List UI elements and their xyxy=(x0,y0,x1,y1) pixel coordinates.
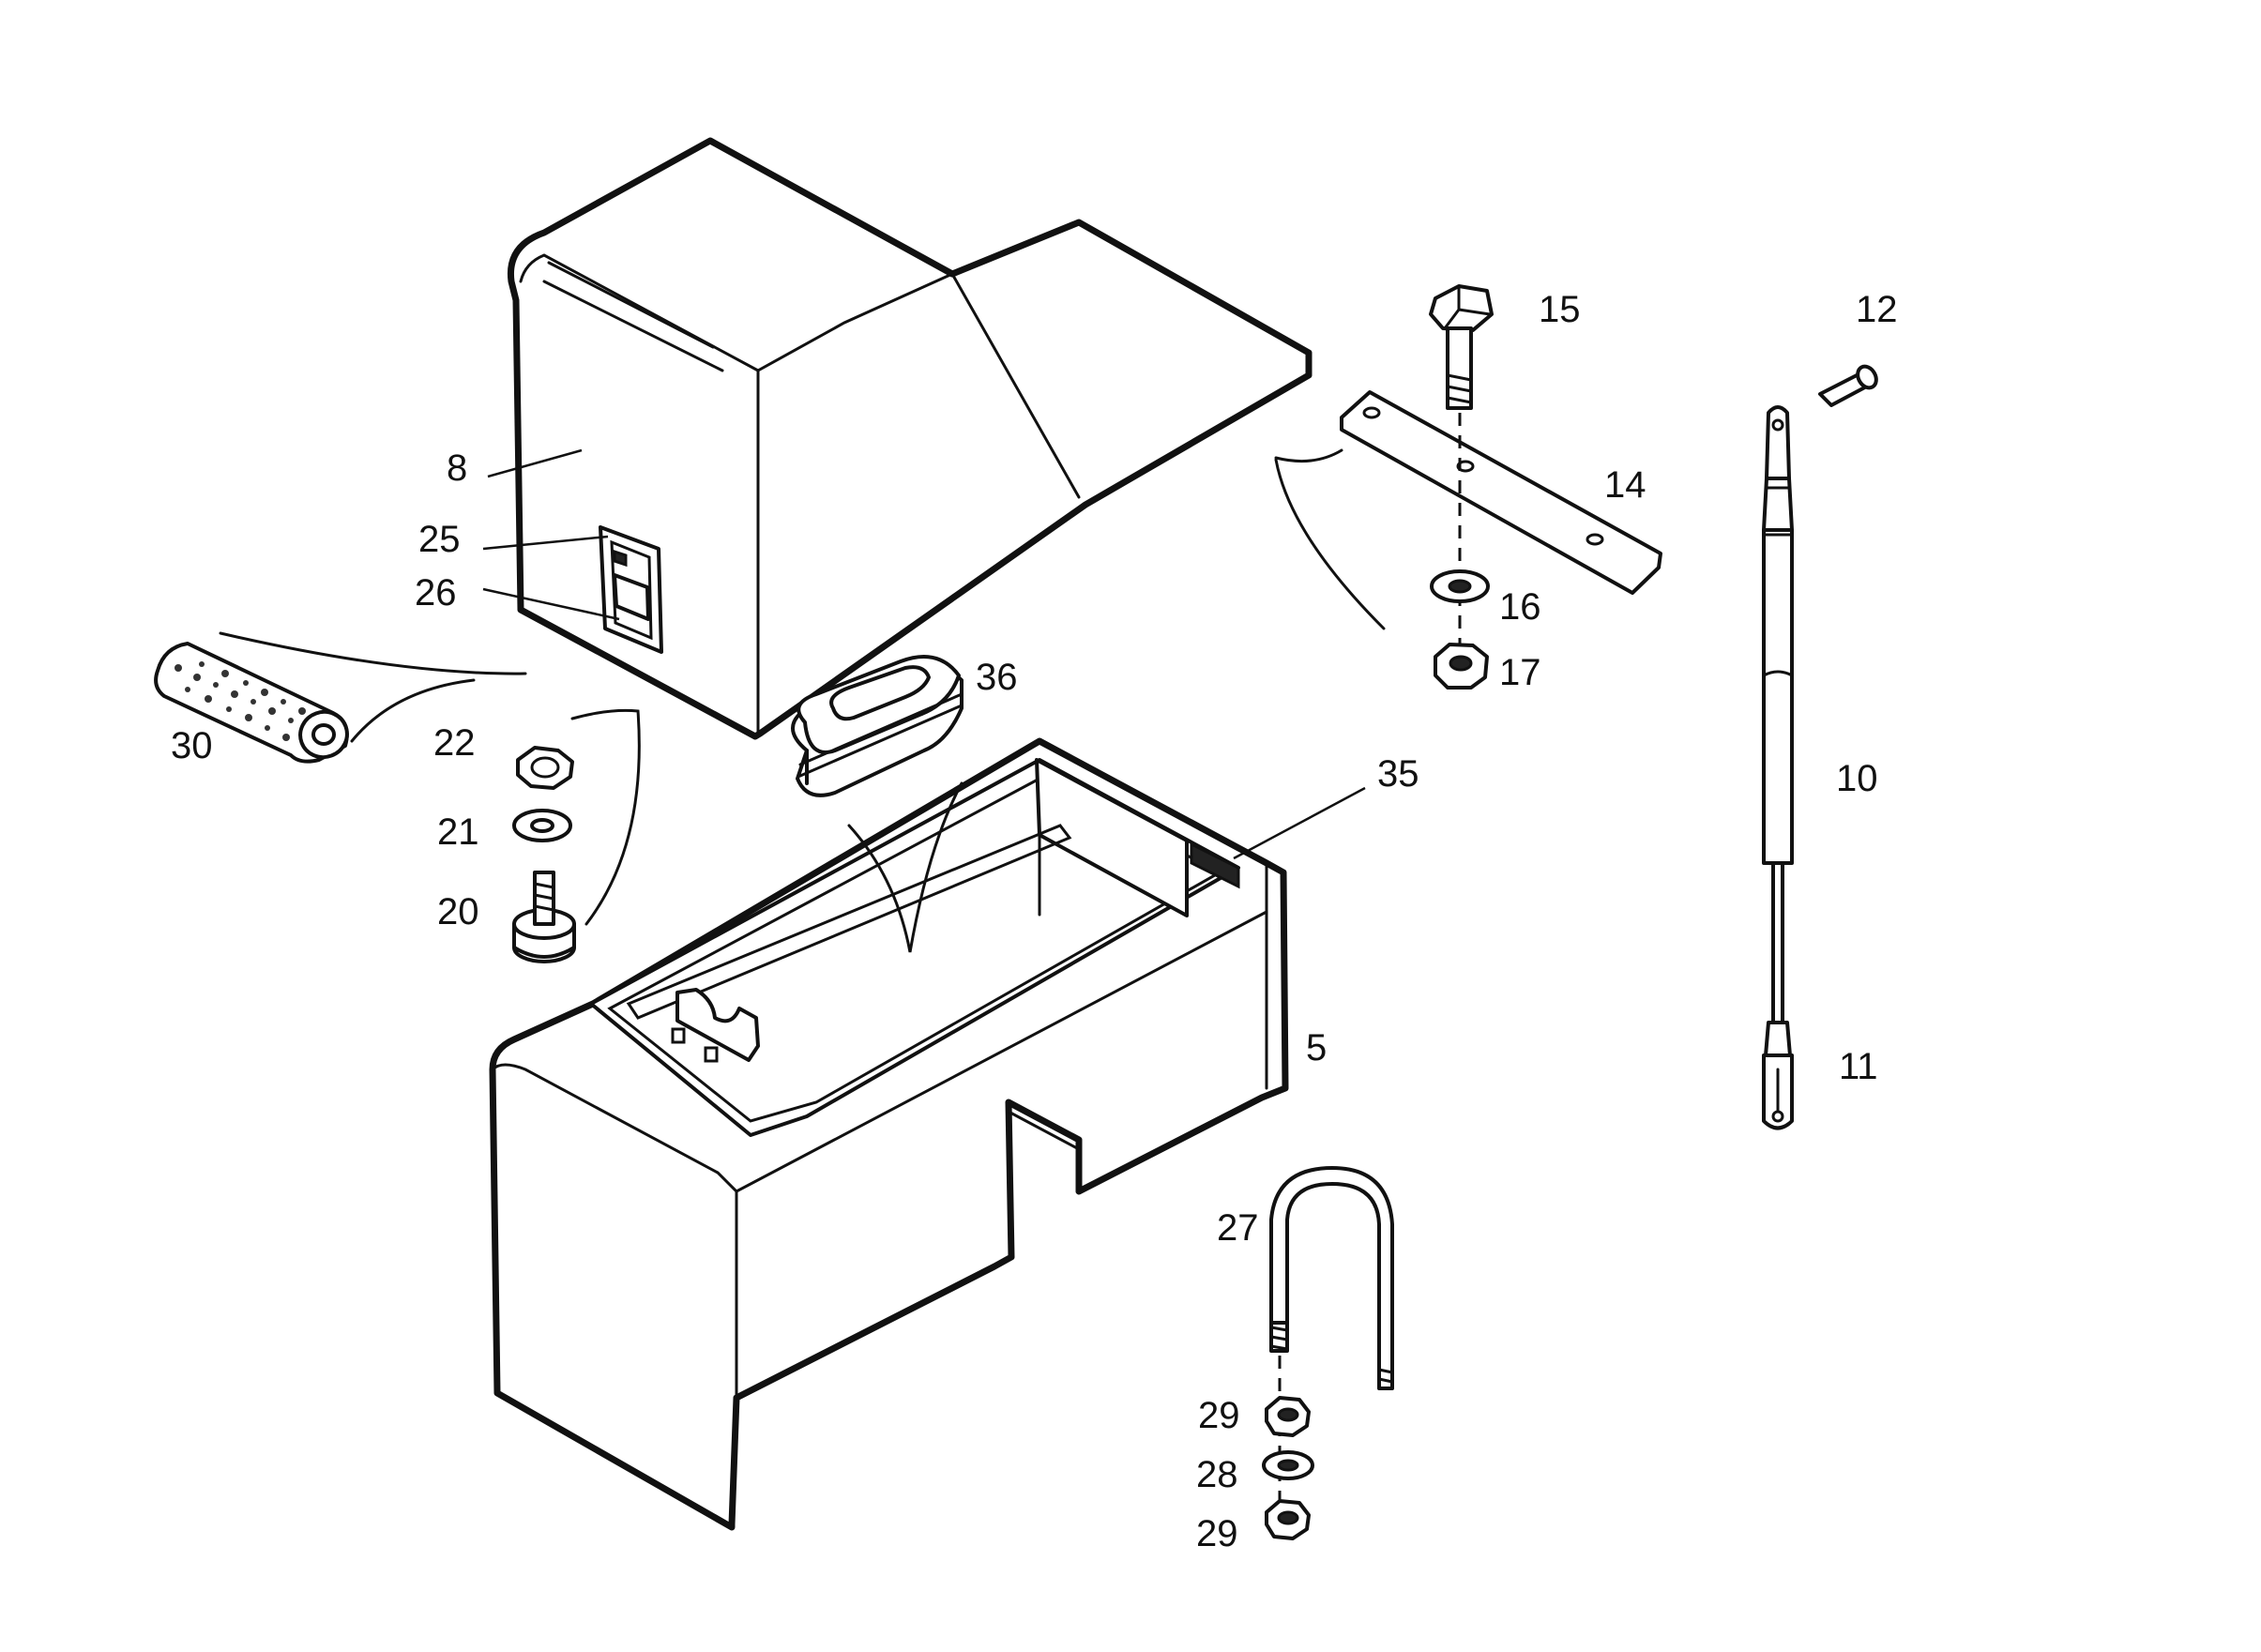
callout-15: 15 xyxy=(1539,289,1581,330)
lower-box-part-5 xyxy=(489,737,1289,1531)
bracket-plate-part-14 xyxy=(1340,390,1662,595)
washer-part-28 xyxy=(1262,1450,1314,1480)
assembly-curve-36 xyxy=(847,781,964,953)
foot-part-20 xyxy=(512,871,576,963)
callout-21: 21 xyxy=(437,811,479,853)
callout-14: 14 xyxy=(1604,464,1646,506)
callout-5: 5 xyxy=(1306,1027,1327,1068)
pin-part-12 xyxy=(1818,364,1878,407)
leader-26 xyxy=(482,587,620,621)
nut-part-17 xyxy=(1434,643,1489,690)
assembly-curve-30b xyxy=(350,678,476,743)
leader-8 xyxy=(487,448,583,478)
assembly-curve-30 xyxy=(219,631,527,675)
callout-36: 36 xyxy=(976,657,1018,698)
upper-cover-part-8 xyxy=(507,137,1313,740)
callout-11: 11 xyxy=(1839,1046,1878,1087)
callout-29-top: 29 xyxy=(1198,1395,1240,1436)
clevis-top-part-10 xyxy=(1765,405,1791,480)
callout-20: 20 xyxy=(437,891,479,932)
callout-26: 26 xyxy=(415,572,457,614)
callout-30: 30 xyxy=(171,725,213,766)
assembly-curve-14 xyxy=(1274,458,1386,630)
assembly-curve-14b xyxy=(1274,448,1343,463)
gas-spring-part-10 xyxy=(1762,477,1794,1024)
callout-35: 35 xyxy=(1377,753,1419,795)
nut-part-29-bottom xyxy=(1265,1499,1311,1540)
nut-part-22 xyxy=(516,746,574,790)
callout-8: 8 xyxy=(447,447,467,489)
washer-part-16 xyxy=(1430,569,1490,603)
u-bolt-part-27 xyxy=(1269,1166,1394,1390)
nut-part-29-top xyxy=(1265,1396,1311,1437)
callout-29-bottom: 29 xyxy=(1196,1513,1238,1554)
callout-12: 12 xyxy=(1856,289,1898,330)
assembly-curve-20 xyxy=(570,708,641,926)
clevis-part-11 xyxy=(1762,1021,1794,1130)
leader-25 xyxy=(482,535,609,551)
callout-16: 16 xyxy=(1499,586,1541,628)
callout-25: 25 xyxy=(418,519,461,560)
leader-35 xyxy=(1233,786,1366,860)
bolt-part-15 xyxy=(1429,284,1494,410)
callout-17: 17 xyxy=(1499,652,1541,693)
callout-28: 28 xyxy=(1196,1454,1238,1495)
callout-27: 27 xyxy=(1217,1207,1259,1249)
callout-22: 22 xyxy=(433,722,476,764)
foam-roll-part-30 xyxy=(154,642,349,764)
washer-part-21 xyxy=(512,809,572,842)
callout-10: 10 xyxy=(1836,758,1878,799)
grommet-part-36 xyxy=(791,655,964,797)
